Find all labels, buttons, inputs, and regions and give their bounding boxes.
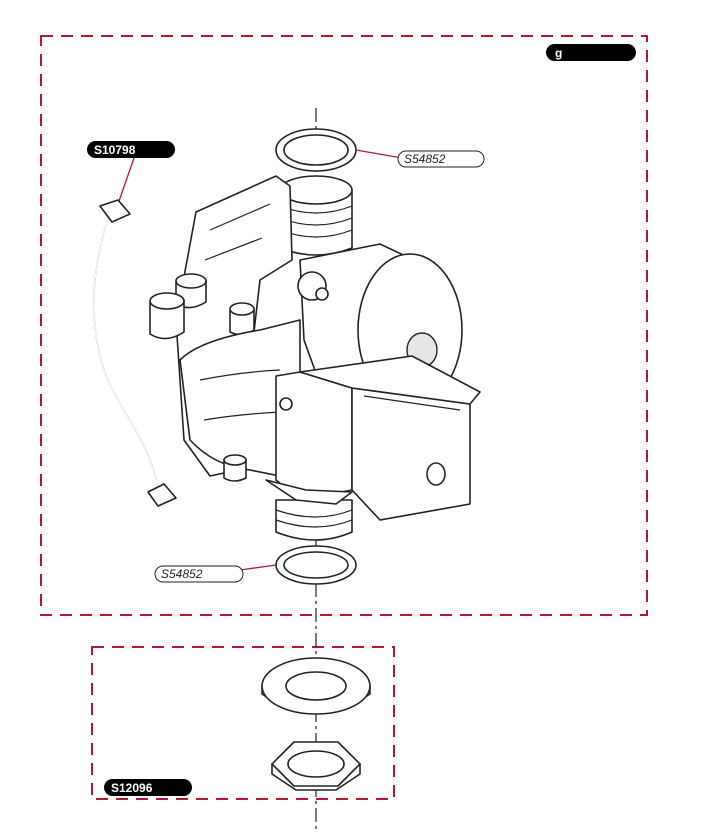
main-assembly-frame	[40, 35, 648, 616]
side-port-lower	[149, 292, 185, 340]
wiring-harness[interactable]	[93, 199, 177, 507]
bottom-seal-label: S54852	[161, 567, 203, 581]
top-seal[interactable]	[275, 128, 357, 172]
flat-washer[interactable]	[261, 657, 371, 715]
lower-group-tag[interactable]: S12096	[104, 779, 192, 796]
wiring-harness-tag[interactable]: S10798	[87, 141, 175, 158]
harness-connector-top	[99, 199, 131, 223]
top-seal-callout[interactable]: S54852	[355, 149, 485, 168]
hex-nut[interactable]	[271, 741, 361, 791]
wiring-harness-leader	[117, 157, 135, 205]
bottom-seal-callout[interactable]: S54852	[154, 564, 277, 583]
bottom-seal[interactable]	[275, 545, 357, 585]
top-seal-label: S54852	[404, 152, 446, 166]
lower-group-frame	[91, 646, 395, 800]
main-group-label: g	[555, 46, 562, 60]
lower-group-label: S12096	[111, 781, 153, 795]
harness-connector-bottom	[147, 483, 177, 507]
wiring-harness-label: S10798	[94, 143, 136, 157]
main-group-tag[interactable]: g	[546, 44, 636, 61]
side-port-mid	[229, 302, 255, 336]
valve-assembly[interactable]	[149, 175, 481, 541]
